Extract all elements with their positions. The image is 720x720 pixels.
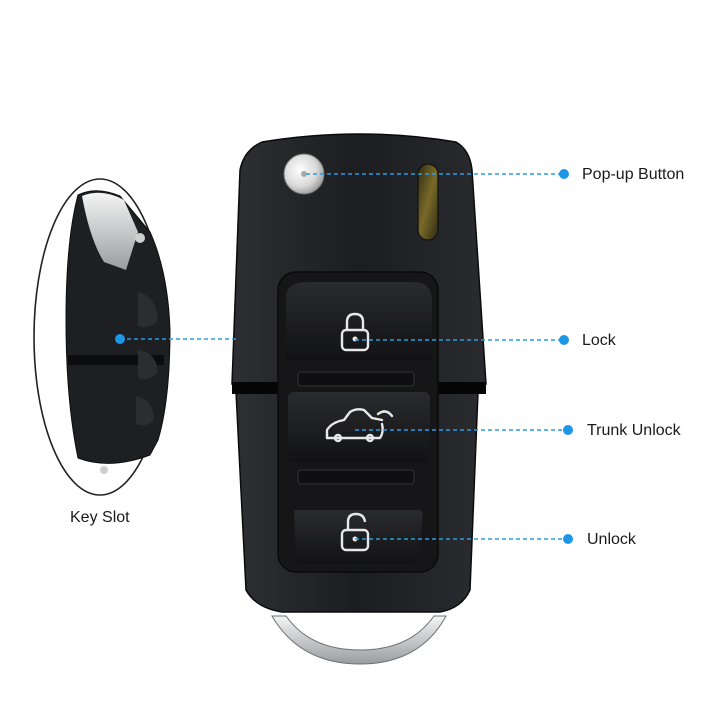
side-chrome-top xyxy=(82,192,138,270)
side-button-3 xyxy=(136,396,154,426)
side-button-1 xyxy=(138,292,158,328)
button-separator-top xyxy=(297,371,415,387)
key-blade xyxy=(271,615,447,665)
lock-label: Lock xyxy=(582,332,616,349)
button-separator-bottom xyxy=(297,469,415,485)
side-shell xyxy=(65,190,171,464)
popup-callout-dot xyxy=(559,169,569,179)
unlock-callout-dot xyxy=(563,534,573,544)
trunk-callout-dot xyxy=(563,425,573,435)
lock-callout-dot xyxy=(559,335,569,345)
trunk-unlock-button[interactable] xyxy=(288,392,430,462)
transponder-chip xyxy=(417,163,439,241)
padlock-open-icon xyxy=(340,512,370,552)
key-slot-label: Key Slot xyxy=(70,509,130,526)
popup-dot-icon xyxy=(301,171,307,177)
unlock-label: Unlock xyxy=(587,531,636,548)
callout-dots xyxy=(115,169,573,544)
keyslot-callout-dot xyxy=(115,334,125,344)
side-pin xyxy=(135,233,145,243)
popup-label: Pop-up Button xyxy=(582,166,685,183)
side-button-2 xyxy=(138,350,158,380)
padlock-closed-icon xyxy=(340,312,370,352)
unlock-button[interactable] xyxy=(294,510,423,564)
lock-button[interactable] xyxy=(286,282,432,360)
car-trunk-icon xyxy=(325,408,394,443)
callout-leaders xyxy=(120,173,566,540)
side-bottom-pin xyxy=(100,466,108,474)
trunk-unlock-label: Trunk Unlock xyxy=(587,422,681,439)
side-seam xyxy=(68,355,164,365)
side-view-inset xyxy=(33,178,171,496)
remote-body xyxy=(231,133,487,665)
popup-button[interactable] xyxy=(283,153,325,195)
